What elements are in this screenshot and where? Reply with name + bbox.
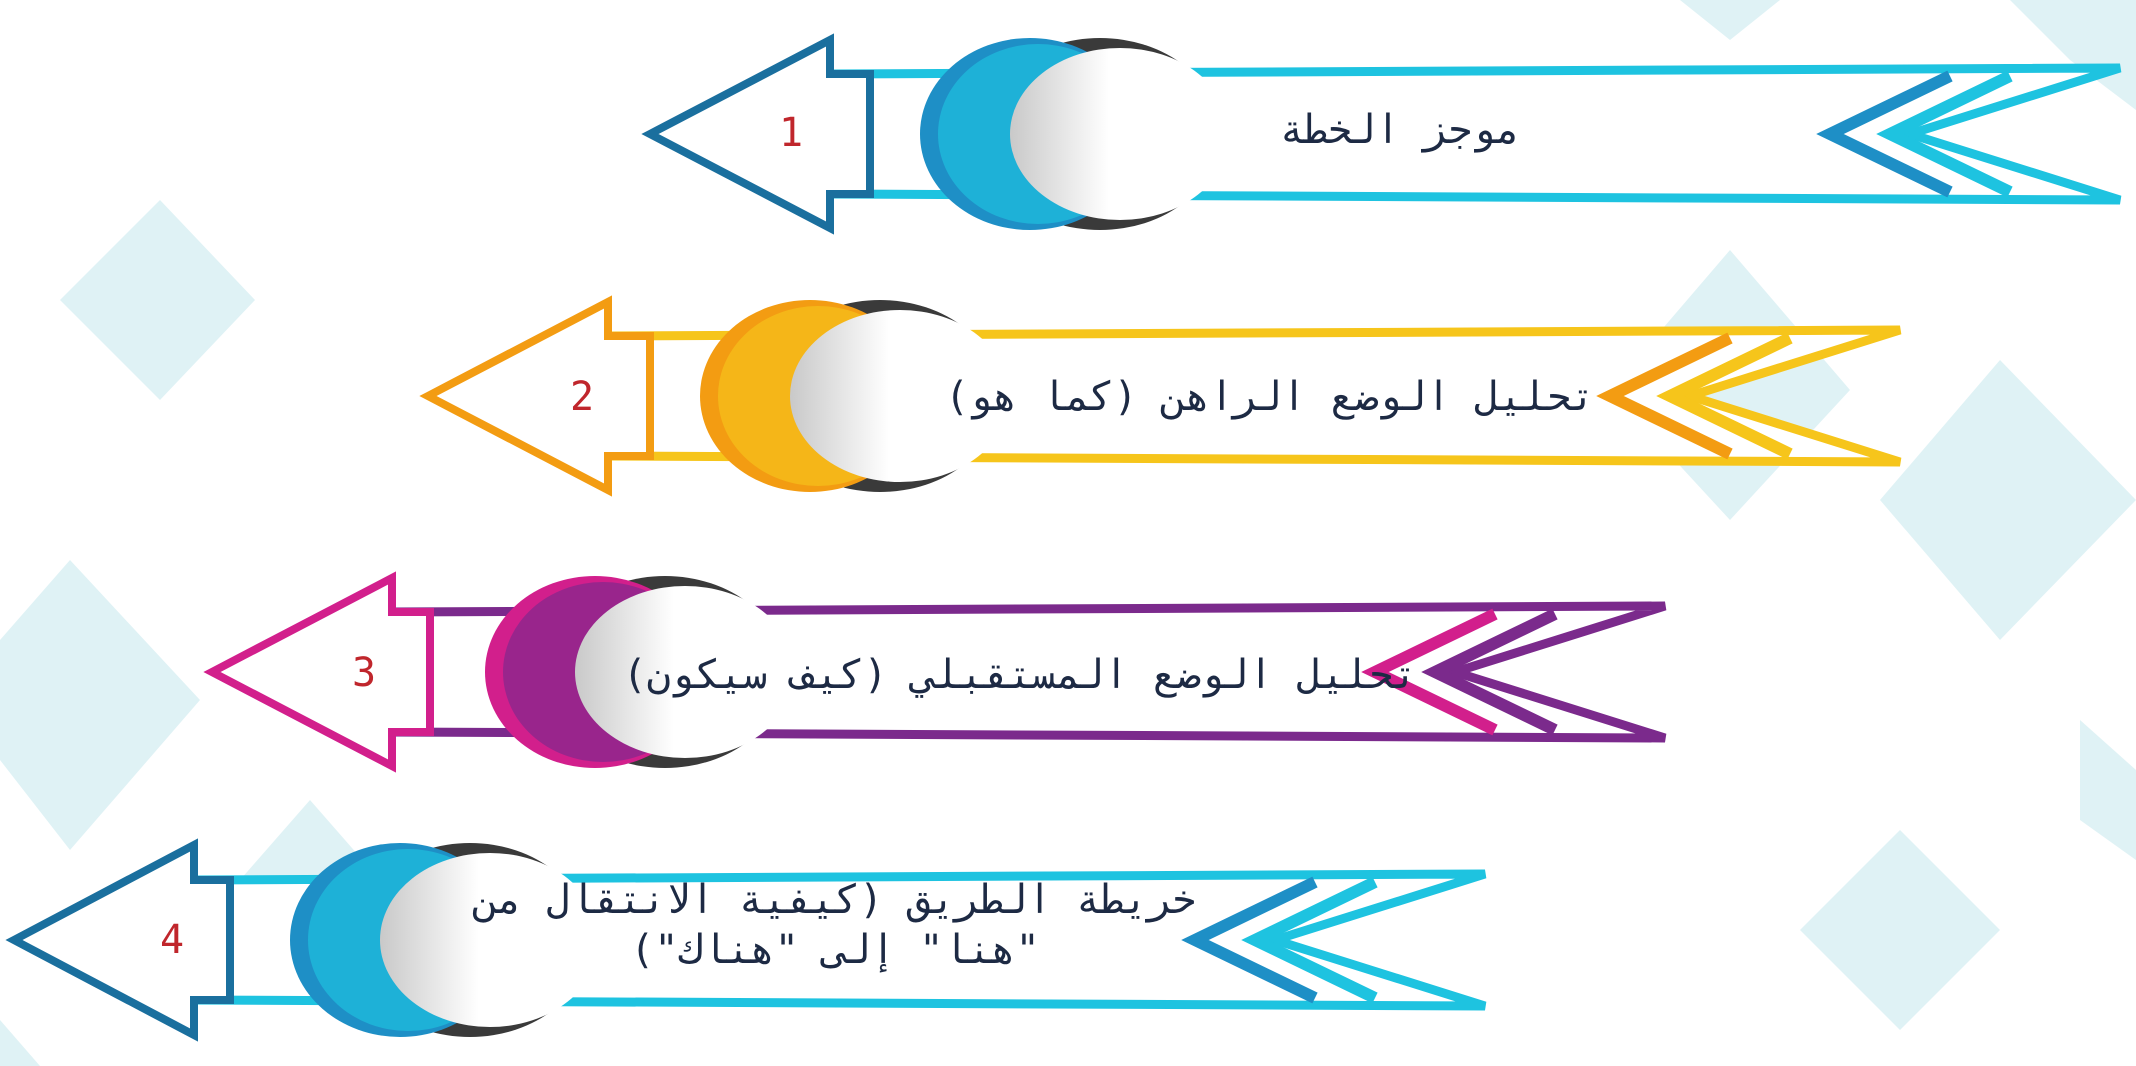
arrow-3-bridge	[715, 617, 915, 727]
arrow-1-head	[641, 33, 874, 235]
arrow-2-chevron	[1656, 332, 1793, 460]
arrow-4-chevron-inner	[1181, 876, 1318, 1004]
diamond-shape	[2080, 720, 2136, 860]
arrow-4-head	[5, 838, 234, 1042]
step-label-3: تحليل الوضع المستقبلي (كيف سيكون)	[622, 652, 1418, 698]
arrow-1-chevron-inner	[1816, 70, 1953, 198]
arrow-2-bridge	[930, 341, 1130, 451]
diamond-shape	[60, 200, 255, 400]
diamond-shape	[1800, 830, 2000, 1030]
arrow-3-head	[203, 571, 434, 773]
step-number-4: 4	[160, 917, 185, 963]
arrow-1-bridge	[1150, 79, 1350, 189]
arrow-2-chevron-inner	[1596, 332, 1733, 460]
step-number-3: 3	[352, 650, 377, 696]
arrow-1-chevron	[1876, 70, 2013, 198]
diamond-shape	[0, 560, 200, 850]
step-number-2: 2	[570, 374, 595, 420]
arrow-4-chevron	[1241, 876, 1378, 1004]
arrow-3-chevron-inner	[1361, 608, 1498, 736]
step-number-1: 1	[779, 110, 804, 156]
arrow-3-chevron	[1421, 608, 1558, 736]
step-label-4: خريطة الطريق (كيفية الانتقال من "هنا" إل…	[473, 877, 1197, 973]
step-label-1: موجز الخطة	[1279, 107, 1521, 153]
diamond-shape	[1680, 0, 1780, 40]
arrow-2-head	[419, 295, 654, 497]
diamond-shape	[1880, 360, 2136, 640]
step-label-2: تحليل الوضع الراهن (كما هو)	[944, 374, 1596, 420]
diamond-shape	[2010, 0, 2136, 110]
arrow-4-bridge	[520, 885, 720, 995]
diamond-shape	[0, 1020, 40, 1066]
